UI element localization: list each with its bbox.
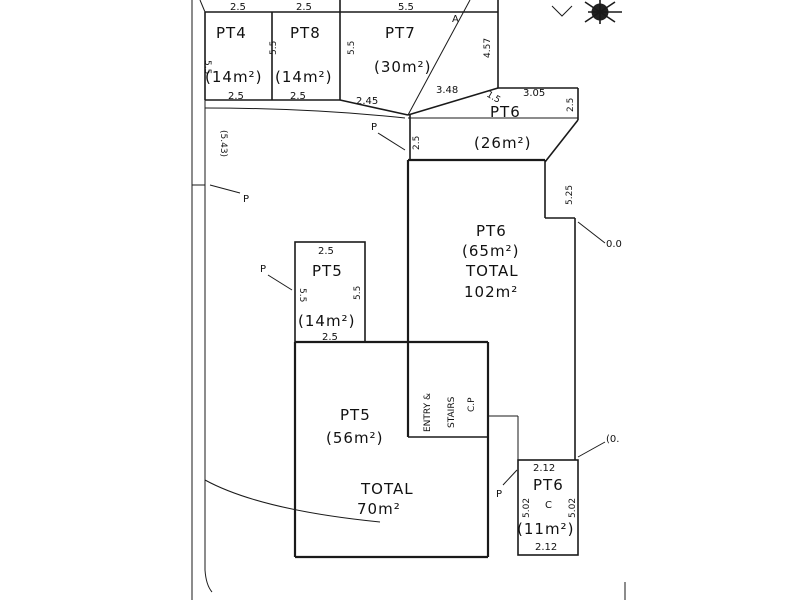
pt6c-dim-right: 5.02 xyxy=(568,498,578,518)
lot-pt6-c xyxy=(517,459,579,556)
pt7-dim-diag: 3.48 xyxy=(436,85,458,96)
pt6u-dim-left: 2.5 xyxy=(412,136,422,150)
left-bottom-hook xyxy=(204,569,213,593)
entry-line2: STAIRS xyxy=(447,396,457,428)
pt7-dim-top: 5.5 xyxy=(398,2,414,13)
pt7-dim-left: 5.5 xyxy=(347,41,357,55)
pt7-area: (30m²) xyxy=(374,58,431,76)
pt8-dim-bottom: 2.5 xyxy=(290,91,306,102)
pt6u-dim-top: 3.05 xyxy=(523,88,545,99)
pt6c-dim-bottom: 2.12 xyxy=(535,542,557,553)
pt5s-name: PT5 xyxy=(312,262,343,280)
p-leader-4 xyxy=(502,469,518,486)
right-top-label: 0.0 xyxy=(606,239,622,250)
p-marker-1: P xyxy=(371,122,377,133)
right-leader-1 xyxy=(577,221,606,244)
pt5-total-label: TOTAL xyxy=(360,480,414,498)
pt5s-dim-bottom: 2.5 xyxy=(322,332,338,343)
p-marker-3: P xyxy=(260,264,266,275)
right-leader-2 xyxy=(577,441,606,458)
lot-pt8 xyxy=(272,0,341,101)
pt7-letter: A xyxy=(452,14,459,25)
pt6u-dim-step: 5.25 xyxy=(565,185,575,205)
pt6-name: PT6 xyxy=(476,222,507,240)
pt6c-dim-top: 2.12 xyxy=(533,463,555,474)
lot-pt5-main xyxy=(293,340,490,559)
pt5s-dim-left: 5.5 xyxy=(297,288,307,302)
pt7-dim-right: 4.57 xyxy=(483,38,493,58)
entry-stairs-area xyxy=(488,415,519,460)
pt6u-area: (26m²) xyxy=(474,134,531,152)
pt5-total-area: 70m² xyxy=(357,500,401,518)
pt7-name: PT7 xyxy=(385,24,416,42)
pt8-dim-side: 5.5 xyxy=(269,41,279,55)
lot-pt7 xyxy=(199,0,499,116)
pt5-area: (56m²) xyxy=(326,429,383,447)
pt4-dim-side: 5.5 xyxy=(202,60,212,74)
pt4-dim-bottom: 2.5 xyxy=(228,91,244,102)
pt6c-area: (11m²) xyxy=(517,520,574,538)
pt6c-name: PT6 xyxy=(533,476,564,494)
entry-line3: C.P xyxy=(467,397,477,412)
pt6c-dim-left: 5.02 xyxy=(522,498,532,518)
p-leader-3 xyxy=(267,274,293,291)
boundary-arc-bottom xyxy=(204,479,381,523)
p-marker-2: P xyxy=(243,194,249,205)
pt4-dim-top: 2.5 xyxy=(230,2,246,13)
p-leader-1 xyxy=(377,132,406,151)
pt4-name: PT4 xyxy=(216,24,247,42)
pt8-dim-top: 2.5 xyxy=(296,2,312,13)
north-arrow-icon xyxy=(551,0,622,24)
pt6-area: (65m²) xyxy=(462,242,519,260)
pt7-dim-bottom: 2.45 xyxy=(356,96,378,107)
pt8-area: (14m²) xyxy=(275,68,332,86)
pt4-area: (14m²) xyxy=(205,68,262,86)
lot-pt6-upper xyxy=(408,87,579,163)
pt6-total-area: 102m² xyxy=(464,283,518,301)
p-marker-4: P xyxy=(496,489,502,500)
pt8-name: PT8 xyxy=(290,24,321,42)
boundary-arc-top xyxy=(204,107,406,119)
p-leader-2 xyxy=(209,184,241,194)
pt6-total-label: TOTAL xyxy=(465,262,519,280)
right-bottom-label: (0. xyxy=(606,434,619,445)
pt5s-dim-top: 2.5 xyxy=(318,246,334,257)
pt5s-dim-right: 5.5 xyxy=(353,286,363,300)
pt6u-dim-right: 2.5 xyxy=(566,98,576,112)
pt5-name: PT5 xyxy=(340,406,371,424)
pt5s-area: (14m²) xyxy=(298,312,355,330)
lot-pt6-main xyxy=(406,158,576,460)
lot-pt4 xyxy=(204,11,273,101)
pt6u-name: PT6 xyxy=(490,103,521,121)
entry-line1: ENTRY & xyxy=(423,393,433,432)
left-dim-label: (5.43) xyxy=(218,130,228,157)
pt6c-letter: C xyxy=(545,500,552,511)
